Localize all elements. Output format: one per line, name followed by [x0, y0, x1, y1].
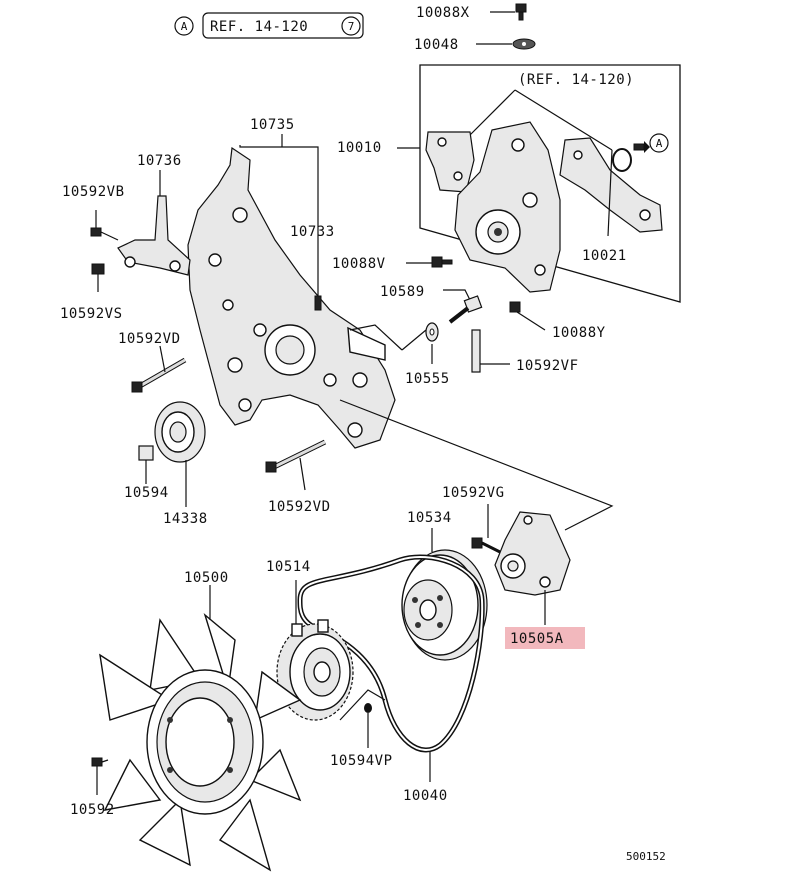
label-10534[interactable]: 10534 — [407, 510, 452, 526]
bolt-10088y-icon — [509, 301, 546, 331]
label-10592vb[interactable]: 10592VB — [62, 184, 125, 200]
bracket-10736-icon — [117, 195, 191, 276]
label-10589[interactable]: 10589 — [380, 284, 425, 300]
label-10735[interactable]: 10735 — [250, 117, 295, 133]
bolt-10088v-icon — [406, 256, 453, 268]
bolt-10592vg-icon — [471, 504, 501, 554]
ref-box-label: (REF. 14-120) — [518, 72, 634, 88]
washer-10048-icon — [476, 38, 536, 50]
fan-clutch-10514-icon — [276, 580, 354, 721]
ref-callout-top[interactable]: A REF. 14-120 7 — [174, 12, 364, 39]
diagram-id: 500152 — [626, 850, 666, 863]
label-10592[interactable]: 10592 — [70, 802, 115, 818]
o-ring-icon — [612, 141, 650, 172]
nut-10592vs-icon — [91, 263, 105, 292]
label-10088x[interactable]: 10088X — [416, 5, 470, 21]
ref-page-label: 7 — [348, 20, 355, 33]
label-10505a[interactable]: 10505A — [510, 631, 564, 647]
label-10088v[interactable]: 10088V — [332, 256, 386, 272]
label-10048[interactable]: 10048 — [414, 37, 459, 53]
label-10592vd-top[interactable]: 10592VD — [118, 331, 181, 347]
label-10733[interactable]: 10733 — [290, 224, 335, 240]
crank-pulley-10534-icon — [401, 528, 488, 661]
gasket-right-icon — [559, 137, 663, 233]
nut-10594vp-icon — [339, 689, 386, 748]
label-10021[interactable]: 10021 — [582, 248, 627, 264]
bolt-10592vd-top-icon — [131, 345, 187, 393]
label-10592vs[interactable]: 10592VS — [60, 306, 123, 322]
label-14338[interactable]: 14338 — [163, 511, 208, 527]
label-10592vd-bottom[interactable]: 10592VD — [268, 499, 331, 515]
nut-10594-icon — [138, 445, 154, 484]
bracket-10735-icon — [187, 146, 396, 449]
ref-label: REF. 14-120 — [210, 19, 308, 35]
label-10592vf[interactable]: 10592VF — [516, 358, 579, 374]
cooling-fan-10500-icon — [99, 585, 302, 872]
water-pump-icon — [454, 121, 561, 293]
washer-10555-icon — [349, 322, 439, 364]
water-pump-assembly-box — [397, 64, 681, 303]
bolt-10592vb-icon — [90, 210, 119, 241]
label-10736[interactable]: 10736 — [137, 153, 182, 169]
label-10594vp[interactable]: 10594VP — [330, 753, 393, 769]
label-10500[interactable]: 10500 — [184, 570, 229, 586]
idler-pulley-14338-icon — [154, 401, 206, 507]
label-10040[interactable]: 10040 — [403, 788, 448, 804]
bolt-10088x-icon — [490, 3, 527, 21]
gasket-left-icon — [425, 131, 475, 193]
label-10514[interactable]: 10514 — [266, 559, 311, 575]
part-labels: 10088X 10048 10735 10010 10736 10592VB 1… — [60, 5, 666, 863]
ref-callout-box[interactable]: (REF. 14-120) A — [518, 72, 669, 153]
bolt-10592-icon — [91, 757, 109, 795]
highlight-10505a — [505, 627, 585, 649]
label-10555[interactable]: 10555 — [405, 371, 450, 387]
label-10010[interactable]: 10010 — [337, 140, 382, 156]
circle-a-label: A — [181, 20, 188, 33]
label-10592vg[interactable]: 10592VG — [442, 485, 505, 501]
bolt-10592vd-bottom-icon — [265, 439, 327, 491]
circle-a-box-label: A — [656, 137, 663, 150]
bolt-10589-icon — [443, 289, 483, 324]
stud-10592vf-icon — [471, 329, 510, 373]
label-10088y[interactable]: 10088Y — [552, 325, 606, 341]
label-10594[interactable]: 10594 — [124, 485, 169, 501]
tensioner-10505a-icon — [494, 511, 571, 625]
